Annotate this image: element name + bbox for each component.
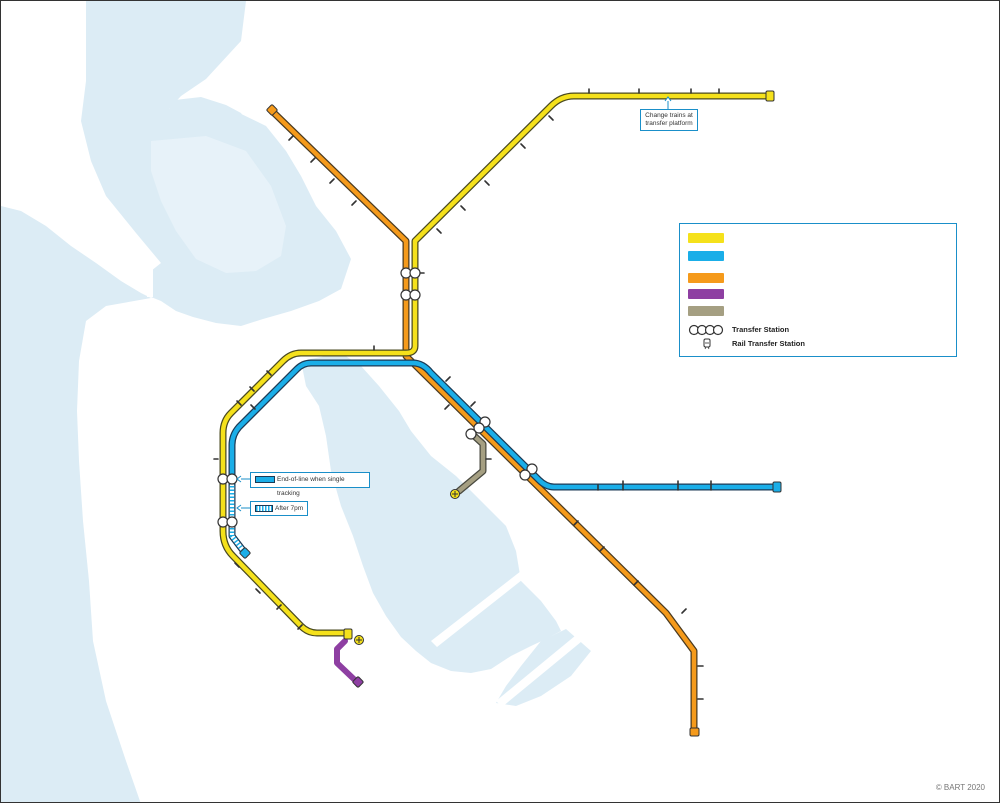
dashed-blue-swatch (255, 505, 273, 512)
transfer-station-icon (688, 324, 724, 336)
water-layer (1, 1, 591, 802)
bridge-gap (147, 256, 153, 297)
end-of-line-text: End-of-line when single tracking (277, 476, 345, 497)
blue-line-swatch (255, 476, 275, 483)
bay-south-water (301, 353, 561, 673)
transfer-station[interactable] (400, 267, 421, 279)
legend-blue-swatch (688, 251, 724, 261)
yellow-line[interactable] (219, 92, 773, 637)
transfer-station[interactable] (217, 516, 238, 528)
rail-transfer-icon (703, 338, 711, 350)
terminals (239, 90, 782, 737)
transfer-stations (217, 267, 538, 528)
airport-icon[interactable] (354, 635, 364, 645)
terminal-yellow-sw (343, 628, 353, 640)
terminal-blue-e (772, 481, 782, 493)
legend-transfer-station-label: Transfer Station (732, 325, 790, 334)
transfer-station[interactable] (465, 416, 491, 440)
legend-orange-swatch (688, 273, 724, 283)
terminal-orange-nw (266, 104, 278, 116)
rail-lines (219, 92, 780, 736)
after-7pm-callout: After 7pm (250, 501, 308, 516)
bridge-south (431, 571, 527, 647)
bridge-east (496, 631, 587, 707)
transfer-platform-callout: Change trains at transfer platform (640, 109, 698, 131)
callout-pointers (236, 96, 672, 512)
airport-icon[interactable] (450, 489, 460, 499)
terminal-blue-sw (239, 547, 251, 559)
terminal-orange-s (689, 727, 700, 737)
transfer-station[interactable] (217, 473, 238, 485)
purple-line[interactable] (334, 638, 361, 686)
delta-water (151, 136, 286, 273)
legend-rail-transfer-label: Rail Transfer Station (732, 339, 805, 348)
transfer-station[interactable] (519, 463, 538, 481)
legend-yellow-swatch (688, 233, 724, 243)
legend-gray-swatch (688, 306, 724, 316)
terminal-yellow-ne (765, 90, 775, 102)
bay-inlet-water (166, 97, 251, 136)
copyright: © BART 2020 (935, 783, 985, 792)
transfer-platform-text: Change trains at transfer platform (645, 112, 693, 127)
terminal-purple (352, 676, 364, 688)
blue-line[interactable] (228, 359, 780, 557)
end-of-line-callout: End-of-line when single tracking (250, 472, 370, 497)
orange-line[interactable] (268, 107, 698, 736)
station-ticks (213, 88, 720, 700)
after-7pm-text: After 7pm (275, 505, 304, 512)
gray-line[interactable] (455, 429, 487, 495)
transfer-station[interactable] (400, 289, 421, 301)
ocean-water (1, 206, 151, 802)
legend: Transfer Station Rail Transfer Station (679, 223, 957, 357)
legend-purple-swatch (688, 289, 724, 299)
